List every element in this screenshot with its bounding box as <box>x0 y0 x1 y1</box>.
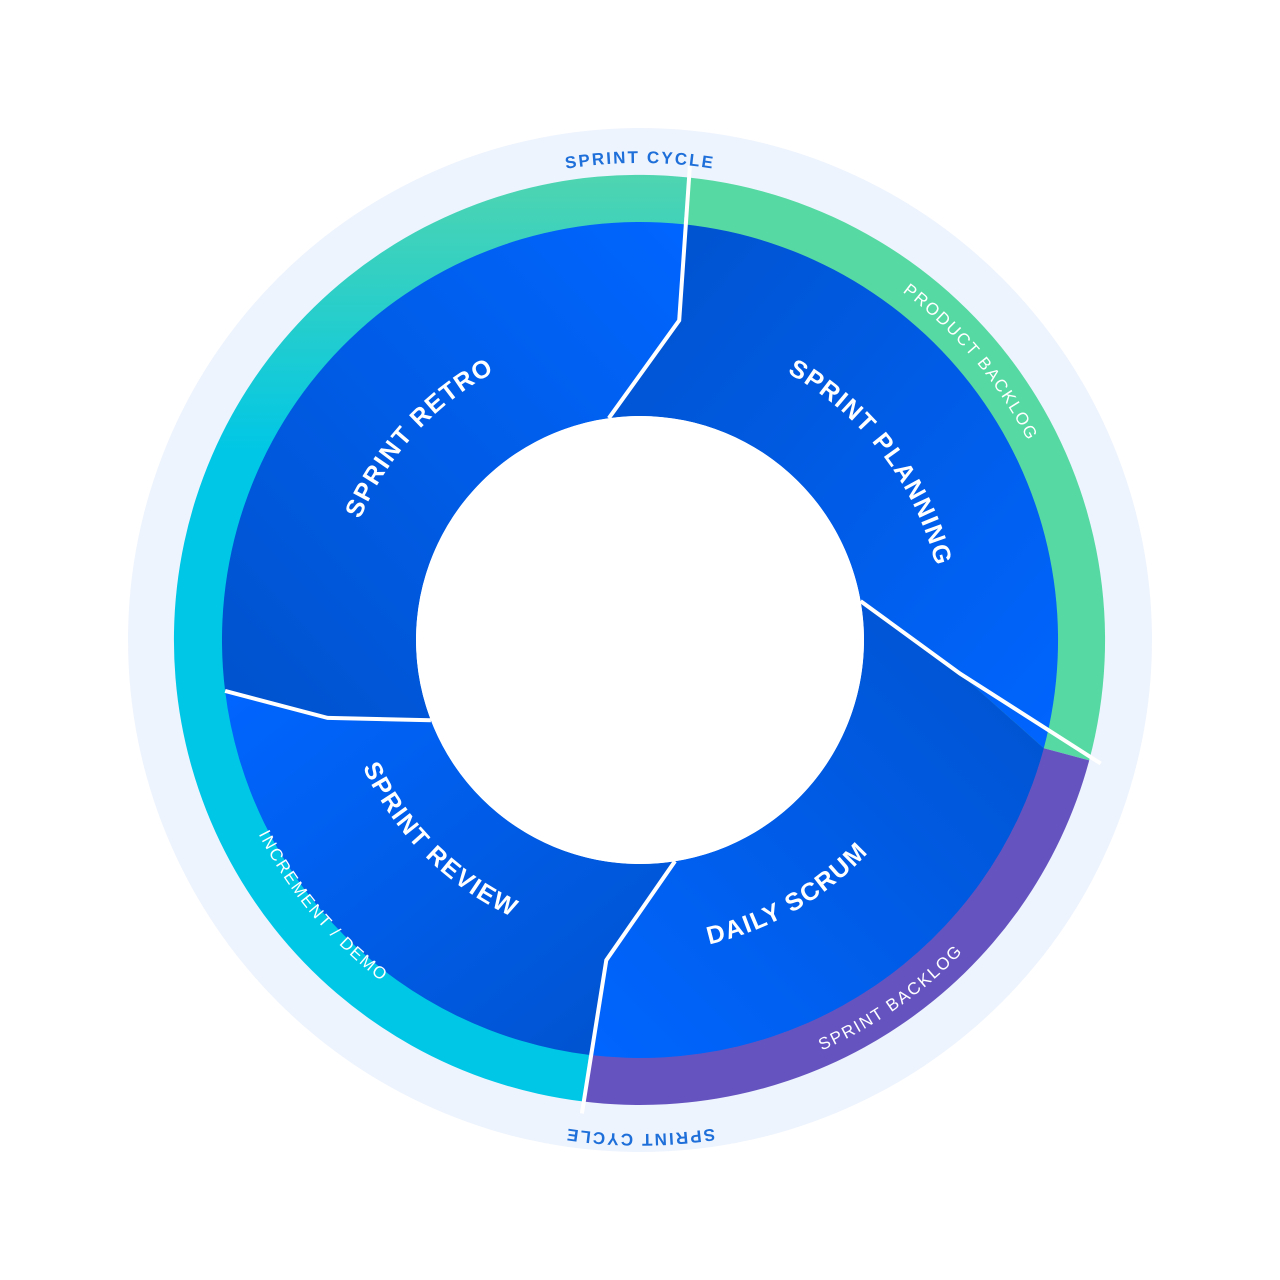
sprint-planning-segment <box>608 224 1059 749</box>
sprint-retro-segment <box>221 222 684 721</box>
daily-scrum-segment <box>589 601 1044 1059</box>
phase-divider-line <box>859 599 1102 766</box>
sprint-review-segment <box>225 690 675 1055</box>
phase-ring <box>221 222 1059 1059</box>
phase-dividers <box>224 165 1102 1114</box>
phase-divider-line <box>607 165 692 420</box>
phase-divider-line <box>224 688 431 723</box>
phase-divider-line <box>579 860 677 1114</box>
center-hole <box>416 416 864 864</box>
